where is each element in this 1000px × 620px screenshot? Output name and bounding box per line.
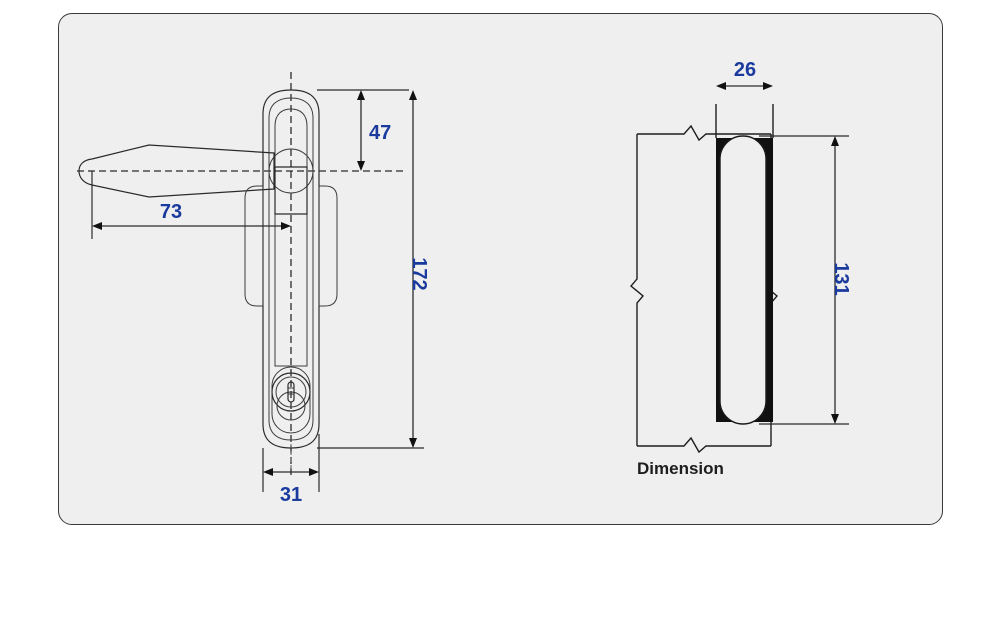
lever-handle <box>78 144 275 198</box>
handle-body-inner <box>268 97 314 441</box>
arrow-right-26 <box>763 82 773 90</box>
dim-31-group: 31 <box>263 468 319 506</box>
dim-131-group: 131 <box>830 136 852 424</box>
technical-drawing-card: 47 172 73 <box>58 13 943 525</box>
dim-label-73: 73 <box>160 201 182 223</box>
arrow-left-31 <box>263 468 273 476</box>
lock-cylinder-ring-inner <box>275 376 307 408</box>
dim-73-group: 73 <box>92 201 291 230</box>
lock-cylinder-ring-lower <box>276 391 306 421</box>
arrow-left-73 <box>92 222 102 230</box>
dim-26-group: 26 <box>716 59 773 90</box>
lock-cylinder-ring-outer <box>271 372 311 412</box>
view-caption-dimension: Dimension <box>637 459 724 478</box>
cutout-slot <box>719 135 767 425</box>
arrow-up-47 <box>357 90 365 100</box>
arrow-left-26 <box>716 82 726 90</box>
side-wing-left <box>244 185 264 307</box>
side-wing-right <box>318 185 338 307</box>
panel-cutout-view: 26 131 Dimension <box>630 59 852 478</box>
dim-label-31: 31 <box>280 484 302 506</box>
arrow-up-172 <box>409 90 417 100</box>
break-line-top <box>637 124 771 142</box>
pivot-block <box>274 166 308 215</box>
dim-47-group: 47 <box>357 90 391 171</box>
break-line-bottom <box>637 436 771 454</box>
arrow-up-131 <box>831 136 839 146</box>
arrow-down-131 <box>831 414 839 424</box>
keyhole-slot <box>287 381 295 403</box>
dim-label-131: 131 <box>830 262 852 295</box>
pivot-boss <box>268 148 314 194</box>
handle-side-view: 47 172 73 <box>77 72 430 506</box>
arrow-right-31 <box>309 468 319 476</box>
panel-edge-left <box>630 134 644 446</box>
dim-label-26: 26 <box>734 59 756 81</box>
arrow-right-73 <box>281 222 291 230</box>
dim-label-47: 47 <box>369 122 391 144</box>
handle-body-outer <box>262 89 320 449</box>
dim-label-172: 172 <box>408 257 430 290</box>
dim-172-group: 172 <box>408 90 430 448</box>
arrow-down-47 <box>357 161 365 171</box>
technical-drawing-canvas: 47 172 73 <box>77 59 852 506</box>
handle-recess <box>274 108 308 367</box>
lock-cylinder-outline <box>271 366 311 434</box>
arrow-down-172 <box>409 438 417 448</box>
